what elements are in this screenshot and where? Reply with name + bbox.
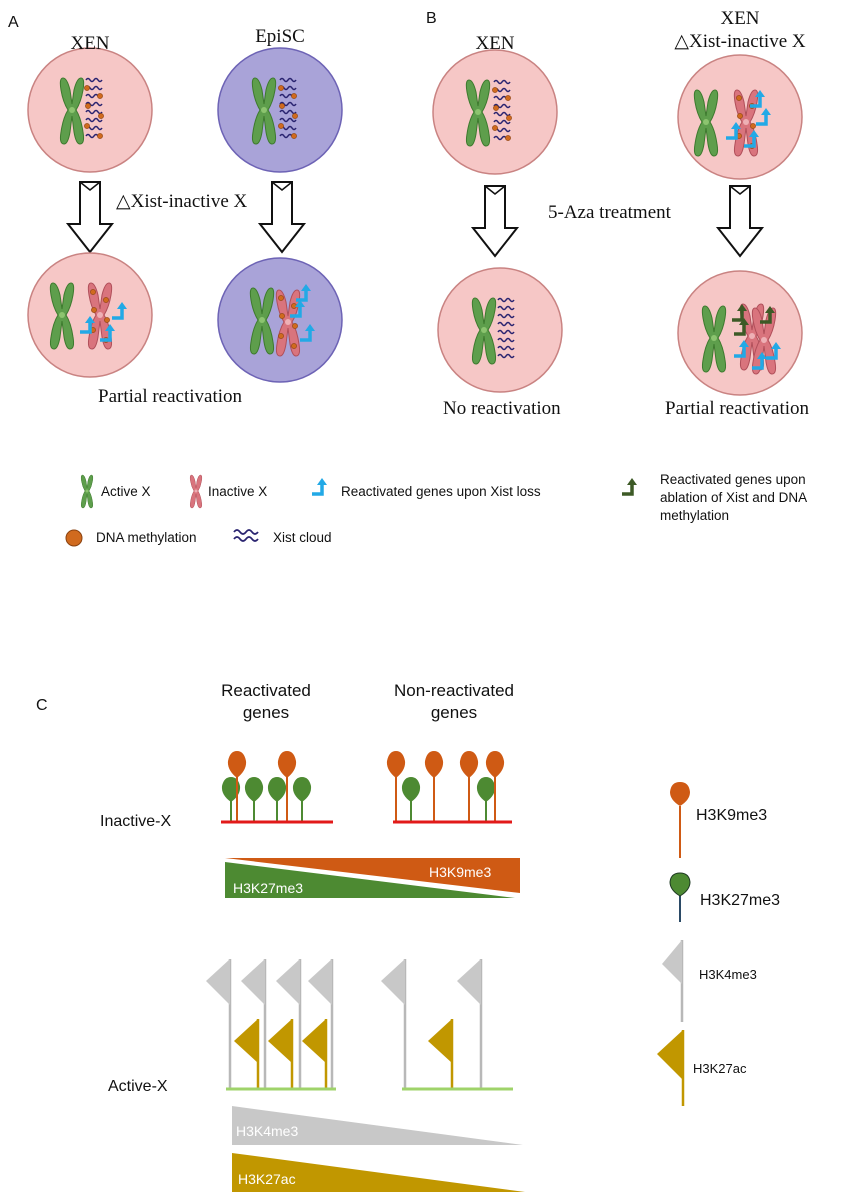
legend-active-x-icon	[80, 474, 94, 509]
arrow-a1	[67, 181, 113, 253]
legend-h3k9me3-label: H3K9me3	[696, 807, 768, 824]
cell-a-episc-top	[217, 47, 343, 173]
wedge-h3k9me3	[225, 858, 520, 893]
legend-green-arrow-icon	[620, 476, 639, 496]
legend-xist-cloud-label: Xist cloud	[273, 530, 332, 545]
panel-b-xen-dxist-title-2: △Xist-inactive X	[674, 31, 806, 52]
panel-b-treatment-label: 5-Aza treatment	[548, 202, 671, 223]
wedge-h3k27me3-label: H3K27me3	[233, 880, 304, 896]
cell-b-xen-dxist-bottom	[677, 270, 803, 396]
arrow-a2	[259, 181, 305, 253]
legend-blue-arrow-icon	[310, 476, 329, 496]
panel-a-result: Partial reactivation	[98, 386, 243, 407]
panel-b-result-1: No reactivation	[443, 398, 561, 419]
panel-b-result-2: Partial reactivation	[665, 398, 810, 419]
cell-a-episc-bottom	[217, 257, 343, 383]
active-x-nonreactivated-marks	[379, 957, 483, 1091]
legend-h3k9me3-icon	[670, 782, 690, 858]
wedge-h3k27me3	[225, 862, 515, 898]
nonreactivated-genes-title-1: Non-reactivated	[393, 681, 514, 700]
legend-h3k4me3-icon	[662, 940, 684, 1022]
cell-b-xen-bottom	[437, 267, 563, 393]
legend-h3k4me3-label: H3K4me3	[699, 967, 757, 982]
legend-h3k27me3-label: H3K27me3	[700, 892, 781, 909]
cell-a-xen-bottom	[27, 252, 153, 378]
cell-a-xen-top	[27, 47, 153, 173]
inactive-x-label: Inactive-X	[100, 813, 172, 830]
wedge-h3k4me3-label: H3K4me3	[236, 1123, 299, 1139]
wedge-h3k9me3-label: H3K9me3	[429, 864, 492, 880]
legend-reactivated-both-line3: methylation	[660, 508, 730, 523]
inactive-x-nonreactivated-marks	[385, 750, 506, 823]
legend-h3k27ac-label: H3K27ac	[693, 1061, 747, 1076]
legend-h3k27me3-icon	[669, 872, 691, 922]
legend-reactivated-xist-label: Reactivated genes upon Xist loss	[341, 484, 541, 499]
legend-active-x-label: Active X	[101, 484, 151, 499]
wedge-h3k27ac	[232, 1153, 525, 1192]
cell-b-xen-dxist-top	[677, 54, 803, 180]
arrow-b2	[717, 185, 763, 257]
panel-a-xen-title: XEN	[70, 33, 110, 54]
legend-reactivated-both-line2: ablation of Xist and DNA	[660, 490, 808, 505]
panel-a-treatment-label: △Xist-inactive X	[116, 191, 248, 212]
arrow-b1	[472, 185, 518, 257]
legend-inactive-x-label: Inactive X	[208, 484, 268, 499]
legend-xist-cloud-icon	[233, 529, 259, 542]
panel-a-letter: A	[8, 14, 19, 31]
panel-a-episc-title: EpiSC	[255, 26, 305, 47]
wedge-h3k27ac-label: H3K27ac	[238, 1171, 296, 1187]
legend-h3k27ac-icon	[657, 1030, 685, 1106]
legend-inactive-x-icon	[189, 474, 203, 509]
panel-c-letter: C	[36, 697, 48, 714]
wedge-h3k4me3	[232, 1106, 523, 1145]
inactive-x-reactivated-marks	[220, 750, 313, 823]
panel-b-letter: B	[426, 10, 437, 27]
active-x-label: Active-X	[108, 1078, 168, 1095]
cell-b-xen-top	[432, 49, 558, 175]
panel-b-xen-dxist-title-1: XEN	[720, 8, 760, 29]
legend-reactivated-both-line1: Reactivated genes upon	[660, 472, 806, 487]
active-x-reactivated-marks	[204, 957, 334, 1091]
nonreactivated-genes-title-2: genes	[430, 703, 478, 722]
panel-b-xen-title: XEN	[475, 33, 515, 54]
reactivated-genes-title-1: Reactivated	[221, 681, 311, 700]
legend-dna-methylation-label: DNA methylation	[96, 530, 197, 545]
reactivated-genes-title-2: genes	[242, 703, 290, 722]
legend-methylation-icon	[65, 529, 83, 547]
